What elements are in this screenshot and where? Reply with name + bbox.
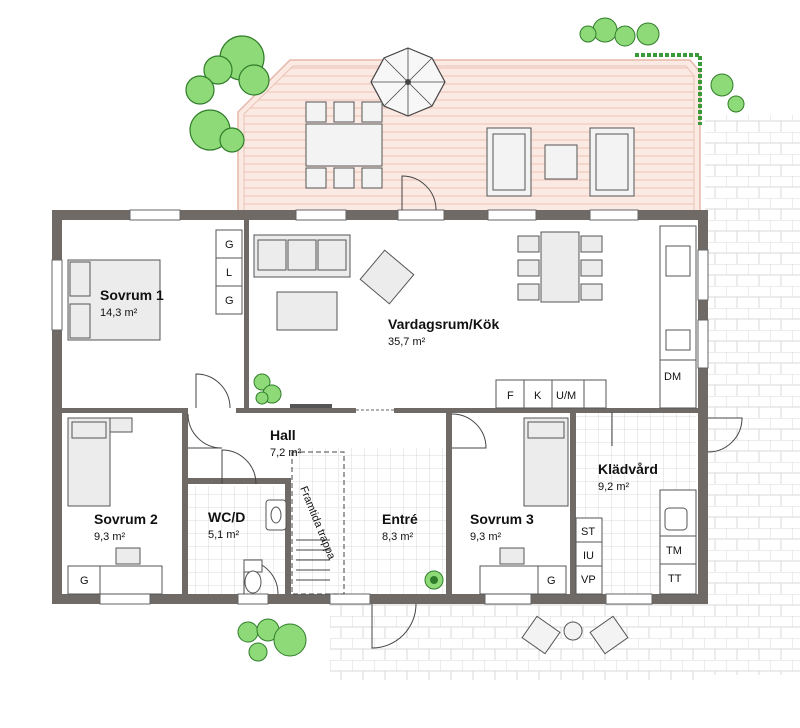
kitchen-counter [495, 225, 697, 409]
dining-table [517, 231, 603, 303]
room-area-entre: 8,3 m² [382, 531, 414, 543]
laundry-label-tt: TT [668, 573, 682, 585]
wardrobe1-label-2: L [226, 267, 232, 279]
fireplace [290, 404, 332, 408]
tree-top-left [185, 35, 270, 153]
doors [187, 175, 743, 649]
room-area-wc: 5,1 m² [208, 529, 240, 541]
hedge [635, 53, 702, 125]
desk-sovrum2 [67, 547, 163, 595]
paving-front [330, 600, 705, 680]
kitchen-label-um: U/M [556, 390, 576, 402]
bed-sovrum1 [67, 259, 161, 341]
parasol-icon [370, 47, 446, 117]
bed-sovrum3 [523, 417, 569, 507]
bush-top-right [579, 17, 745, 113]
wardrobe1-label-3: G [225, 295, 234, 307]
laundry-label-iu: IU [583, 550, 594, 562]
armchair [359, 249, 415, 305]
bed-sovrum2 [67, 417, 133, 507]
laundry-label-tm: TM [666, 545, 682, 557]
room-name-sovrum3: Sovrum 3 [470, 511, 534, 527]
sovrum3-wardrobe-label: G [547, 575, 556, 587]
outdoor-dining-set [305, 101, 383, 189]
room-name-kladvard: Klädvård [598, 461, 658, 477]
room-name-wc: WC/D [208, 509, 245, 525]
sofa [253, 234, 351, 278]
room-area-sovrum1: 14,3 m² [100, 307, 138, 319]
wc-fixtures [243, 499, 287, 594]
laundry-label-st: ST [581, 526, 595, 538]
outdoor-chairs [521, 615, 629, 655]
kitchen-label-f: F [507, 390, 514, 402]
laundry-right [659, 489, 697, 595]
windows [51, 209, 709, 605]
room-area-vardagsrum: 35,7 m² [388, 336, 426, 348]
paving-right [705, 115, 800, 675]
kitchen-label-k: K [534, 390, 542, 402]
room-name-vardagsrum: Vardagsrum/Kök [388, 316, 499, 332]
room-area-sovrum2: 9,3 m² [94, 531, 126, 543]
kitchen-label-dm: DM [664, 371, 681, 383]
room-area-kladvard: 9,2 m² [598, 481, 630, 493]
exterior-walls [52, 210, 708, 604]
wardrobe-sovrum1 [215, 229, 243, 315]
bush-front [237, 618, 307, 662]
plant-entre [424, 570, 444, 590]
coffee-table [276, 291, 338, 331]
laundry-label-vp: VP [581, 574, 596, 586]
room-name-entre: Entré [382, 511, 418, 527]
sovrum2-wardrobe-label: G [80, 575, 89, 587]
desk-sovrum3 [479, 547, 567, 595]
plant-living [253, 373, 282, 405]
room-name-sovrum2: Sovrum 2 [94, 511, 158, 527]
interior-walls [62, 220, 698, 594]
outdoor-lounge-set [486, 127, 635, 197]
room-name-hall: Hall [270, 427, 296, 443]
laundry-left [575, 517, 603, 595]
room-area-hall: 7,2 m² [270, 447, 302, 459]
stair [291, 451, 345, 595]
room-name-sovrum1: Sovrum 1 [100, 287, 164, 303]
wardrobe1-label-1: G [225, 239, 234, 251]
room-area-sovrum3: 9,3 m² [470, 531, 502, 543]
